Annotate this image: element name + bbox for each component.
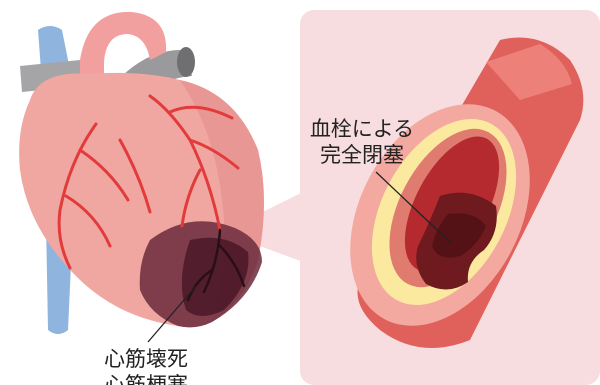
infarct-label-line1: 心筋壊死: [104, 347, 188, 371]
infarct-label-line2: 心筋梗塞: [104, 373, 188, 385]
pulmonary-artery-opening: [177, 47, 195, 77]
infarct-core: [182, 238, 249, 316]
clot-label-line2: 完全閉塞: [320, 143, 404, 167]
heart-illustration: [19, 12, 264, 334]
clot-label-line1: 血栓による: [310, 117, 414, 141]
